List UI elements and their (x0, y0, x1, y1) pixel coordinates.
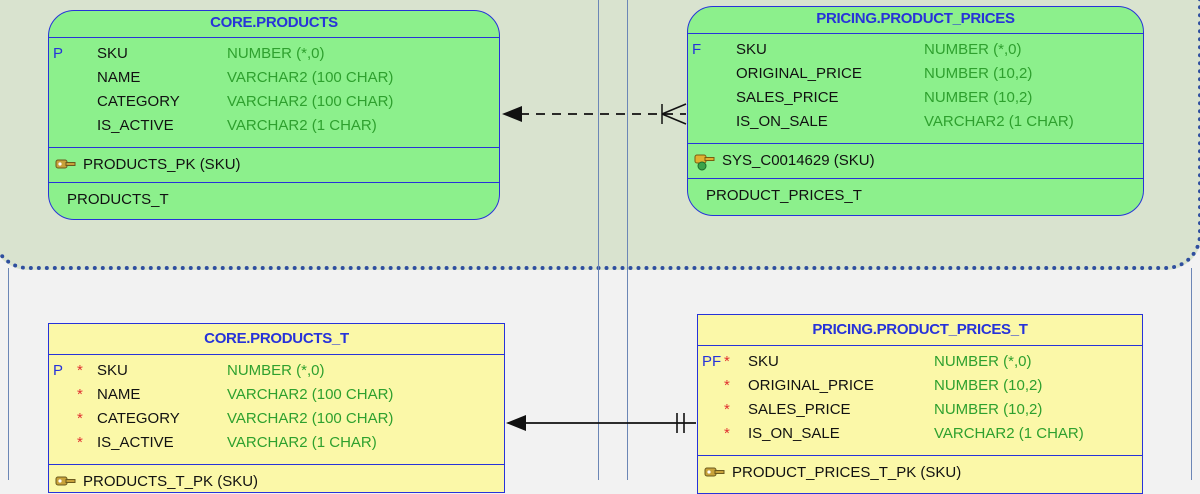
required-marker: * (724, 401, 730, 418)
column-name: ORIGINAL_PRICE (736, 65, 862, 82)
column-type: VARCHAR2 (1 CHAR) (934, 425, 1084, 442)
entity-title: PRICING.PRODUCT_PRICES (688, 7, 1143, 34)
column-flag: P (53, 362, 64, 379)
column-list: F SKU NUMBER (*,0) ORIGINAL_PRICE NUMBER (10… (688, 34, 1143, 144)
column-type: VARCHAR2 (100 CHAR) (227, 93, 394, 110)
base-table-label: PRODUCTS_T (67, 191, 169, 208)
base-table-section: PRODUCT_PRICES_T (688, 179, 1143, 215)
key-icon (55, 157, 77, 175)
border-line-right (1191, 268, 1192, 480)
column-flag: PF (702, 353, 722, 370)
column-name: IS_ACTIVE (97, 434, 174, 451)
relationship-line-solid[interactable] (506, 413, 696, 433)
entity-core-products-t[interactable]: CORE.PRODUCTS_T P * SKU NUMBER (*,0) * NAME VA… (48, 323, 505, 493)
required-marker: * (77, 386, 83, 403)
column-row[interactable]: IS_ACTIVE VARCHAR2 (1 CHAR) (49, 114, 499, 138)
column-type: VARCHAR2 (1 CHAR) (227, 117, 377, 134)
column-name: SKU (748, 353, 779, 370)
column-row[interactable]: * SALES_PRICE NUMBER (10,2) (698, 398, 1142, 422)
column-name: SALES_PRICE (736, 89, 839, 106)
base-table-section: PRODUCTS_T (49, 183, 499, 219)
column-row[interactable]: P SKU NUMBER (*,0) (49, 42, 499, 66)
column-flag: P (53, 45, 64, 62)
required-marker: * (77, 434, 83, 451)
column-row[interactable]: CATEGORY VARCHAR2 (100 CHAR) (49, 90, 499, 114)
key-section: SYS_C0014629 (SKU) (688, 144, 1143, 179)
column-type: NUMBER (10,2) (924, 65, 1033, 82)
relationship-connectors (502, 103, 696, 433)
column-row[interactable]: P * SKU NUMBER (*,0) (49, 359, 504, 383)
column-type: VARCHAR2 (100 CHAR) (227, 386, 394, 403)
column-name: IS_ON_SALE (748, 425, 840, 442)
required-marker: * (77, 410, 83, 427)
column-type: NUMBER (*,0) (934, 353, 1032, 370)
column-type: VARCHAR2 (100 CHAR) (227, 69, 394, 86)
column-row[interactable]: NAME VARCHAR2 (100 CHAR) (49, 66, 499, 90)
border-line-left (8, 268, 9, 480)
column-type: NUMBER (10,2) (924, 89, 1033, 106)
column-row[interactable]: * IS_ACTIVE VARCHAR2 (1 CHAR) (49, 431, 504, 455)
primary-key-label: PRODUCT_PRICES_T_PK (SKU) (732, 464, 962, 481)
column-flag: F (692, 41, 702, 58)
arrow-head-icon (502, 106, 522, 122)
key-icon (704, 465, 726, 483)
column-row[interactable]: * NAME VARCHAR2 (100 CHAR) (49, 383, 504, 407)
column-name: SALES_PRICE (748, 401, 851, 418)
column-name: NAME (97, 69, 141, 86)
crows-foot-icon (661, 103, 687, 115)
base-table-label: PRODUCT_PRICES_T (706, 187, 862, 204)
arrow-head-icon (506, 415, 526, 431)
required-marker: * (724, 353, 730, 370)
column-name: IS_ACTIVE (97, 117, 174, 134)
column-row[interactable]: * IS_ON_SALE VARCHAR2 (1 CHAR) (698, 422, 1142, 446)
column-name: SKU (736, 41, 767, 58)
key-section: PRODUCT_PRICES_T_PK (SKU) (698, 456, 1142, 490)
column-row[interactable]: SALES_PRICE NUMBER (10,2) (688, 86, 1143, 110)
required-marker: * (724, 377, 730, 394)
column-name: NAME (97, 386, 141, 403)
column-row[interactable]: F SKU NUMBER (*,0) (688, 38, 1143, 62)
column-type: NUMBER (*,0) (227, 362, 325, 379)
column-type: VARCHAR2 (1 CHAR) (924, 113, 1074, 130)
column-type: NUMBER (10,2) (934, 401, 1043, 418)
column-name: SKU (97, 45, 128, 62)
unique-key-icon (694, 153, 718, 175)
column-row[interactable]: PF* SKU NUMBER (*,0) (698, 350, 1142, 374)
primary-key-label: PRODUCTS_PK (SKU) (83, 156, 241, 173)
divider-line-left (598, 0, 599, 480)
column-type: NUMBER (*,0) (227, 45, 325, 62)
key-section: PRODUCTS_PK (SKU) (49, 148, 499, 183)
column-name: CATEGORY (97, 93, 180, 110)
required-marker: * (77, 362, 83, 379)
entity-title: PRICING.PRODUCT_PRICES_T (698, 315, 1142, 346)
divider-line-right (627, 0, 628, 480)
column-type: NUMBER (*,0) (924, 41, 1022, 58)
required-marker: * (724, 425, 730, 442)
column-name: ORIGINAL_PRICE (748, 377, 874, 394)
entity-title: CORE.PRODUCTS (49, 11, 499, 38)
column-list: P * SKU NUMBER (*,0) * NAME VARCHAR2 (100 CHAR… (49, 355, 504, 465)
column-type: VARCHAR2 (100 CHAR) (227, 410, 394, 427)
column-type: VARCHAR2 (1 CHAR) (227, 434, 377, 451)
entity-title: CORE.PRODUCTS_T (49, 324, 504, 355)
column-row[interactable]: IS_ON_SALE VARCHAR2 (1 CHAR) (688, 110, 1143, 134)
column-name: IS_ON_SALE (736, 113, 828, 130)
entity-core-products[interactable]: CORE.PRODUCTS P SKU NUMBER (*,0) NAME VARCHA… (48, 10, 500, 220)
column-row[interactable]: * CATEGORY VARCHAR2 (100 CHAR) (49, 407, 504, 431)
column-name: SKU (97, 362, 128, 379)
relationship-line-dashed[interactable] (502, 103, 687, 125)
column-row[interactable]: ORIGINAL_PRICE NUMBER (10,2) (688, 62, 1143, 86)
unique-key-label: SYS_C0014629 (SKU) (722, 152, 875, 169)
column-type: NUMBER (10,2) (934, 377, 1043, 394)
entity-pricing-product-prices[interactable]: PRICING.PRODUCT_PRICES F SKU NUMBER (*,0) O… (687, 6, 1144, 216)
column-name: CATEGORY (97, 410, 180, 427)
column-row[interactable]: * ORIGINAL_PRICE NUMBER (10,2) (698, 374, 1142, 398)
